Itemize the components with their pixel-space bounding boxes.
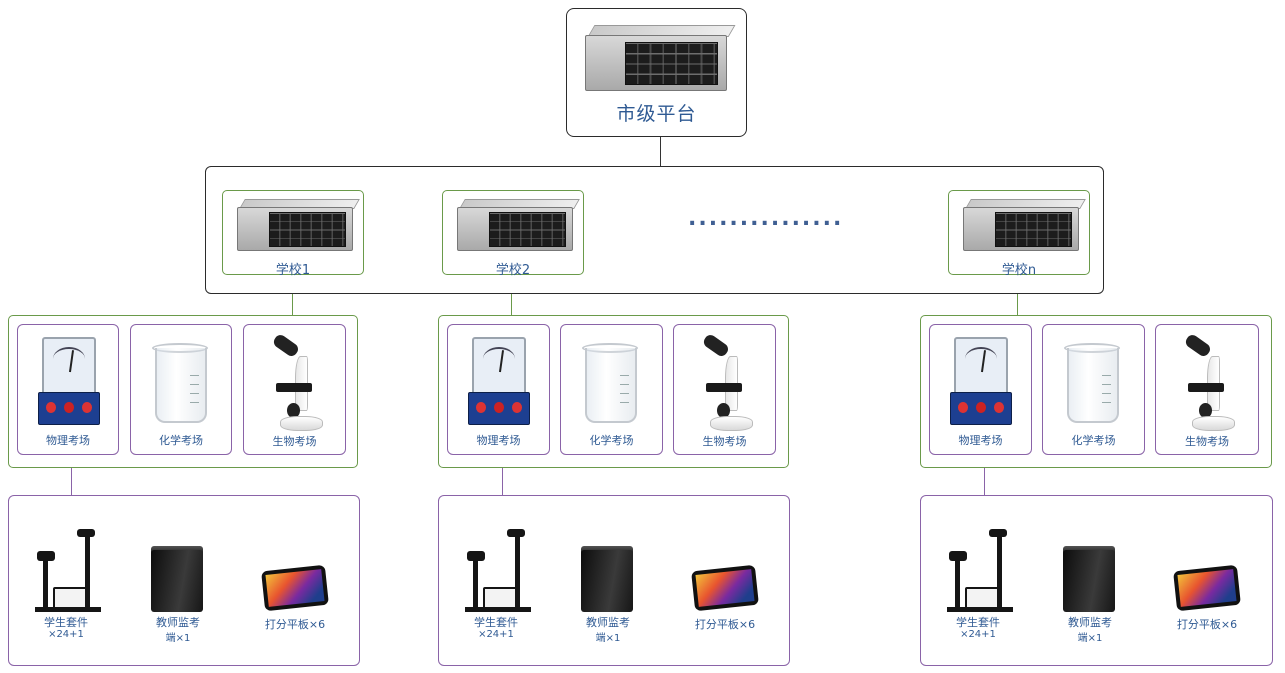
devices-group-n: 学生套件 ×24+1 教师监考 端×1 打分平板×6	[920, 495, 1273, 666]
room-label: 化学考场	[1071, 434, 1116, 447]
room-chemistry-n: 化学考场	[1042, 324, 1145, 455]
room-chemistry-1: 化学考场	[130, 324, 232, 455]
ellipsis-dots: ...............	[688, 206, 844, 231]
device-count: 端×1	[165, 633, 191, 644]
room-label: 化学考场	[589, 434, 634, 447]
device-label: 学生套件	[474, 616, 518, 629]
device-count: ×24+1	[478, 629, 514, 640]
city-platform-node: 市级平台	[566, 8, 747, 137]
beaker-icon	[149, 343, 213, 423]
tablet-icon	[1173, 564, 1241, 612]
device-label: 教师监考	[586, 616, 630, 629]
connector-roomsn-devices	[984, 455, 986, 496]
room-label: 生物考场	[1185, 435, 1229, 448]
room-label: 物理考场	[476, 434, 521, 447]
device-label: 打分平板×6	[1176, 618, 1238, 631]
school-node-n: 学校n	[948, 190, 1090, 278]
voltmeter-icon	[38, 337, 100, 425]
connector-city-schools	[660, 137, 662, 166]
room-label: 物理考场	[958, 434, 1003, 447]
room-physics-n: 物理考场	[929, 324, 1032, 455]
server-icon	[585, 24, 735, 91]
school-label-n: 学校n	[1001, 263, 1037, 278]
room-biology-n: 生物考场	[1155, 324, 1259, 455]
connector-rooms1-devices	[71, 455, 73, 496]
connector-rooms2-devices	[502, 455, 504, 496]
device-label: 打分平板×6	[264, 618, 326, 631]
connector-school2-rooms	[511, 275, 513, 316]
server-icon	[237, 199, 360, 251]
room-chemistry-2: 化学考场	[560, 324, 663, 455]
room-label: 生物考场	[702, 435, 747, 448]
school-node-2: 学校2	[442, 190, 584, 278]
device-label: 打分平板×6	[694, 618, 756, 631]
school-node-1: 学校1	[222, 190, 364, 278]
devices-group-2: 学生套件 ×24+1 教师监考 端×1 打分平板×6	[438, 495, 790, 666]
room-physics-1: 物理考场	[17, 324, 119, 455]
tablet-icon	[691, 564, 759, 612]
device-label: 教师监考	[1068, 616, 1112, 629]
school-label-2: 学校2	[495, 263, 531, 278]
voltmeter-icon	[950, 337, 1012, 425]
device-count: ×24+1	[48, 629, 84, 640]
devices-group-1: 学生套件 ×24+1 教师监考 端×1 打分平板×6	[8, 495, 360, 666]
connector-schooln-rooms	[1017, 275, 1019, 316]
document-camera-icon	[947, 529, 1013, 613]
microscope-icon	[260, 332, 332, 431]
beaker-icon	[579, 343, 643, 423]
school-label-1: 学校1	[275, 263, 311, 278]
device-count: 端×1	[1077, 633, 1103, 644]
city-platform-label: 市级平台	[616, 103, 697, 125]
microscope-icon	[1172, 332, 1244, 431]
room-label: 物理考场	[46, 434, 90, 447]
beaker-icon	[1061, 343, 1125, 423]
device-label: 学生套件	[956, 616, 1000, 629]
desktop-tower-icon	[141, 546, 213, 612]
room-biology-2: 生物考场	[673, 324, 776, 455]
document-camera-icon	[35, 529, 101, 613]
microscope-icon	[690, 332, 762, 431]
connector-school1-rooms	[292, 275, 294, 316]
desktop-tower-icon	[571, 546, 643, 612]
room-label: 化学考场	[159, 434, 203, 447]
desktop-tower-icon	[1053, 546, 1125, 612]
voltmeter-icon	[468, 337, 530, 425]
room-label: 生物考场	[272, 435, 317, 448]
room-biology-1: 生物考场	[243, 324, 346, 455]
device-label: 教师监考	[156, 616, 200, 629]
device-count: ×24+1	[960, 629, 996, 640]
server-icon	[963, 199, 1086, 251]
room-physics-2: 物理考场	[447, 324, 550, 455]
document-camera-icon	[465, 529, 531, 613]
tablet-icon	[261, 564, 329, 612]
device-count: 端×1	[595, 633, 621, 644]
device-label: 学生套件	[44, 616, 88, 629]
server-icon	[457, 199, 580, 251]
